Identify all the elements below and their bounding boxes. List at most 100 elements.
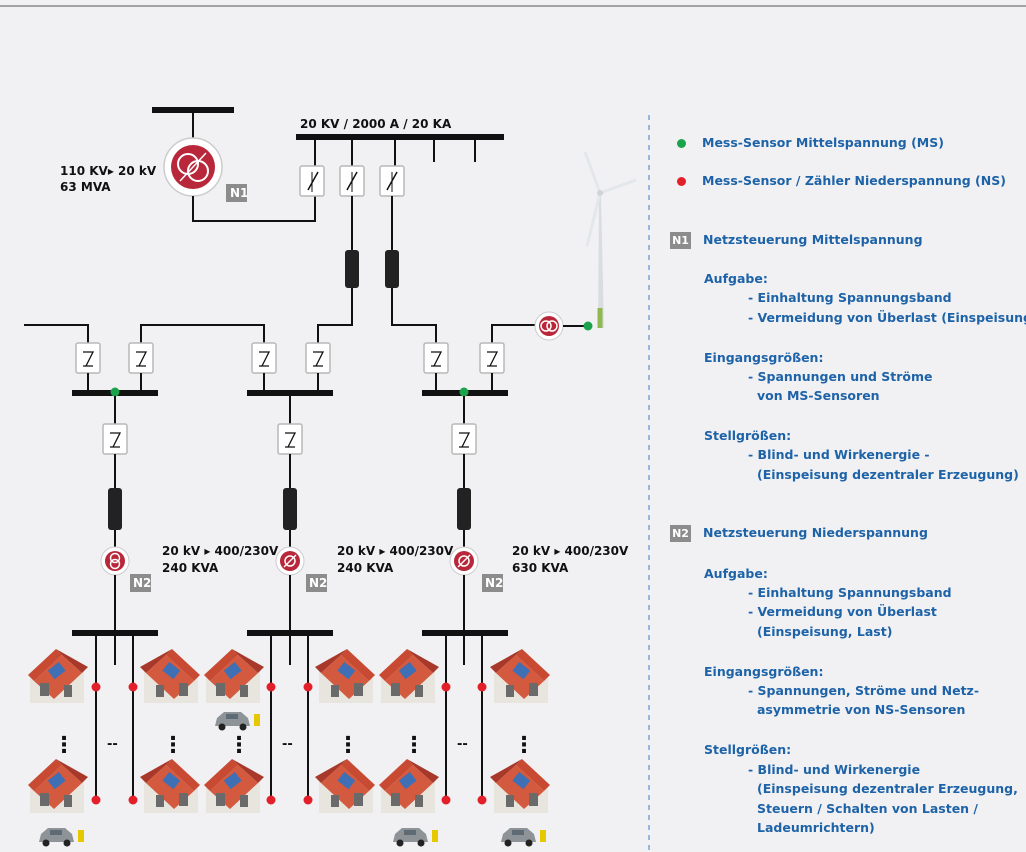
house-icon [204, 649, 264, 703]
n1-stell-line: (Einspeisung dezentraler Erzeugung) [757, 467, 1019, 482]
substation-2 [247, 342, 333, 800]
mv-switch [251, 342, 277, 374]
mv-lv-transformer-icon [449, 546, 479, 576]
ns-sensor-dot [303, 682, 313, 692]
n2-stell-line: Steuern / Schalten von Lasten / [757, 801, 978, 816]
n1-aufgabe-label: Aufgabe: [704, 271, 768, 286]
hv-transformer-power: 63 MVA [60, 180, 111, 194]
substation-3 [422, 342, 508, 800]
vertical-ellipsis: ⋮ [337, 733, 359, 758]
n2-eingang-label: Eingangsgrößen: [704, 664, 824, 679]
ns-sensor-dot [128, 682, 138, 692]
n2-badge: N2 [306, 574, 327, 592]
ms-sensor-dot [583, 321, 593, 331]
ns-sensor-dot [266, 795, 276, 805]
electric-car-icon [393, 828, 438, 847]
n1-eingang-line: von MS-Sensoren [757, 388, 880, 403]
house-icon [490, 759, 550, 813]
mv-switch [102, 423, 128, 455]
n1-badge: N1 [226, 184, 248, 202]
ns-sensor-dot [91, 682, 101, 692]
substation-1 [72, 342, 158, 800]
house-icon [28, 759, 88, 813]
n2-badge: N2 [482, 574, 503, 592]
hv-transformer-rating: 110 KV▸ 20 kV [60, 164, 157, 178]
ns-sensor-dot [91, 795, 101, 805]
n2-stell-line: Ladeumrichtern) [757, 820, 875, 835]
transformer-1-rating: 20 kV ▸ 400/230V [162, 544, 279, 558]
n2-badge: N2 [130, 574, 151, 592]
cable-joint [385, 250, 399, 288]
n1-aufgabe-item: - Vermeidung von Überlast (Einspeisung) [748, 310, 1026, 325]
house-icon [315, 649, 375, 703]
green-dot-icon [677, 139, 686, 148]
hv-transformer-icon [163, 137, 223, 197]
mv-switch [479, 342, 505, 374]
mv-switch [423, 342, 449, 374]
n2-stell-line: (Einspeisung dezentraler Erzeugung, [757, 781, 1018, 796]
n1-aufgabe-item: - Einhaltung Spannungsband [748, 290, 952, 305]
mv-switch [128, 342, 154, 374]
horizontal-ellipsis: -- [457, 737, 468, 752]
mv-switch [299, 165, 325, 197]
mv-switch [379, 165, 405, 197]
transformer-2-power: 240 KVA [337, 561, 394, 575]
ms-sensor-dot [110, 387, 120, 397]
n1-badge: N1 [670, 232, 691, 249]
ns-sensor-dot [441, 795, 451, 805]
n2-stell-label: Stellgrößen: [704, 742, 792, 757]
house-icon [379, 649, 439, 703]
ns-sensor-dot [128, 795, 138, 805]
ns-sensor-dot [303, 795, 313, 805]
svg-text:N2: N2 [485, 576, 503, 590]
legend-ms-sensor: Mess-Sensor Mittelspannung (MS) [670, 133, 944, 152]
ns-sensor-dot [441, 682, 451, 692]
vertical-ellipsis: ⋮ [513, 733, 535, 758]
house-icon [379, 759, 439, 813]
n1-eingang-label: Eingangsgrößen: [704, 350, 824, 365]
n1-stell-label: Stellgrößen: [704, 428, 792, 443]
electric-car-icon [501, 828, 546, 847]
legend-ns-sensor: Mess-Sensor / Zähler Niederspannung (NS) [670, 171, 1006, 190]
vertical-ellipsis: ⋮ [403, 733, 425, 758]
electric-car-icon [215, 712, 260, 731]
house-icon [140, 649, 200, 703]
n2-badge: N2 [670, 525, 691, 542]
n2-aufgabe-line: (Einspeisung, Last) [757, 624, 893, 639]
house-icon [315, 759, 375, 813]
electric-car-icon [39, 828, 84, 847]
busbar-label: 20 KV / 2000 A / 20 KA [300, 117, 452, 131]
horizontal-ellipsis: -- [107, 737, 118, 752]
n2-aufgabe-line: - Vermeidung von Überlast [748, 604, 937, 619]
red-dot-icon [677, 177, 686, 186]
mv-lv-transformer-icon [100, 546, 130, 576]
svg-text:N2: N2 [133, 576, 151, 590]
mv-switch [451, 423, 477, 455]
wind-transformer-icon [534, 311, 564, 341]
horizontal-ellipsis: -- [282, 737, 293, 752]
house-icon [28, 649, 88, 703]
wind-turbine-icon [583, 151, 637, 328]
ms-sensor-dot [459, 387, 469, 397]
mv-switch [75, 342, 101, 374]
house-icon [490, 649, 550, 703]
n2-aufgabe-line: - Einhaltung Spannungsband [748, 585, 952, 600]
n1-eingang-line: - Spannungen und Ströme [748, 369, 933, 384]
house-icon [204, 759, 264, 813]
n1-stell-line: - Blind- und Wirkenergie - [748, 447, 930, 462]
transformer-1-power: 240 KVA [162, 561, 219, 575]
mv-switch [277, 423, 303, 455]
n2-stell-line: - Blind- und Wirkenergie [748, 762, 921, 777]
n2-eingang-line: - Spannungen, Ströme und Netz- [748, 683, 980, 698]
transformer-3-rating: 20 kV ▸ 400/230V [512, 544, 629, 558]
vertical-ellipsis: ⋮ [228, 733, 250, 758]
house-icon [140, 759, 200, 813]
ns-sensor-dot [266, 682, 276, 692]
mv-lv-transformer-icon [275, 546, 305, 576]
ns-sensor-dot [477, 795, 487, 805]
ns-sensor-dot [477, 682, 487, 692]
svg-text:N1: N1 [230, 186, 248, 200]
